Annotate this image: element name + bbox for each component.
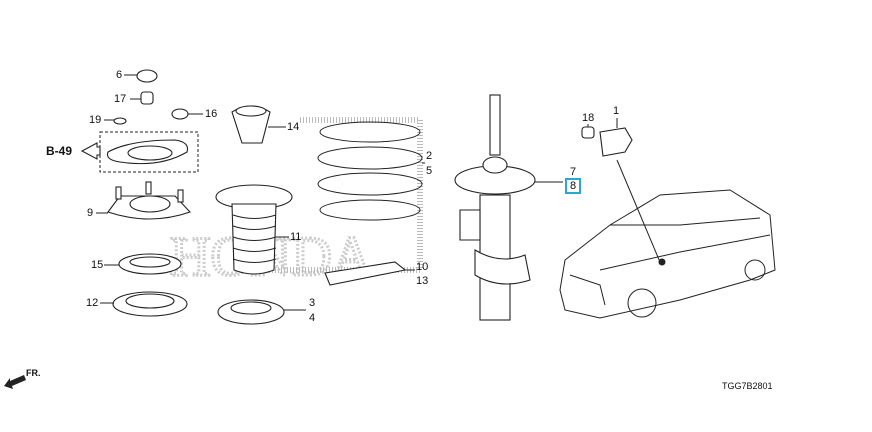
part-11-dust-boot (215, 184, 293, 275)
callout-17[interactable]: 17 (114, 93, 127, 105)
callout-12[interactable]: 12 (86, 297, 99, 309)
drawing-code: TGG7B2801 (722, 381, 773, 391)
part-12-seat (100, 291, 188, 317)
callout-3[interactable]: 3 (309, 297, 316, 309)
part-17-nut (130, 91, 154, 105)
part-14-bump-stop (231, 105, 286, 144)
callout-18[interactable]: 18 (582, 112, 595, 124)
part-15-bearing (104, 253, 182, 275)
callout-2[interactable]: 2 (426, 150, 433, 162)
part-16-nut (171, 108, 203, 120)
callout-11[interactable]: 11 (290, 231, 302, 243)
vehicle-illustration (559, 189, 776, 319)
reference-arrow (80, 142, 101, 160)
callout-15[interactable]: 15 (91, 259, 104, 271)
part-6-cap (124, 69, 158, 83)
part-10-13-bracket (324, 261, 415, 286)
front-arrow-icon (4, 375, 26, 389)
reference-link-b49[interactable]: B-49 (46, 144, 73, 158)
callout-13[interactable]: 13 (416, 275, 429, 287)
front-indicator: FR. (26, 368, 41, 378)
callout-19[interactable]: 19 (89, 114, 102, 126)
callout-5[interactable]: 5 (426, 165, 433, 177)
strut-assembly (454, 94, 563, 321)
callout-16[interactable]: 16 (205, 108, 218, 120)
part-18-nut (581, 124, 595, 139)
part-3-4-insulator (217, 299, 306, 325)
callout-4[interactable]: 4 (309, 312, 316, 324)
part-9-mount (96, 181, 191, 220)
callout-9[interactable]: 9 (87, 207, 94, 219)
callout-8-highlighted[interactable]: 8 (565, 178, 582, 194)
part-19-washer (104, 117, 127, 125)
callout-14[interactable]: 14 (287, 121, 300, 133)
part-2-5-spring (317, 121, 425, 221)
callout-1[interactable]: 1 (613, 105, 620, 117)
part-1-sensor (599, 118, 661, 263)
callout-10[interactable]: 10 (416, 261, 429, 273)
callout-6[interactable]: 6 (116, 69, 123, 81)
callout-7[interactable]: 7 (570, 166, 577, 178)
